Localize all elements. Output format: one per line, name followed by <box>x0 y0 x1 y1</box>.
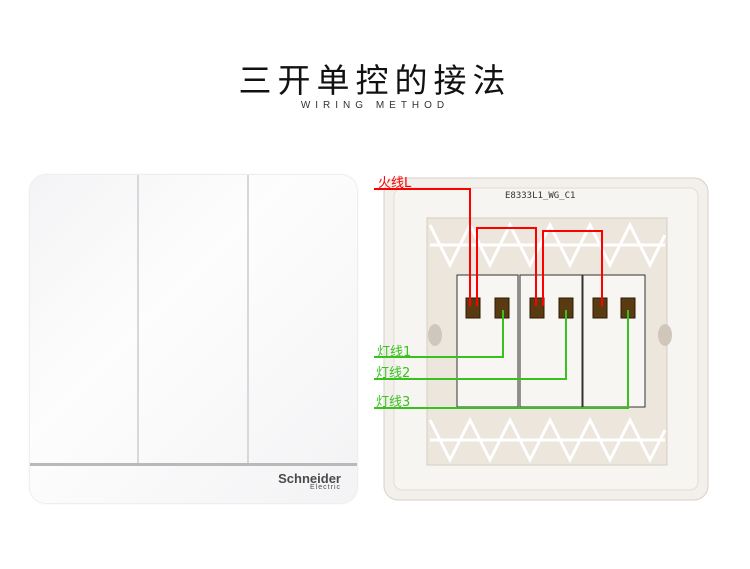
switch-front-panel: Schneider Electric <box>30 175 357 503</box>
live-wire <box>374 188 603 306</box>
lamp-wire-3-label: 灯线3 <box>376 395 411 410</box>
page-title: 三开单控的接法 <box>238 61 512 100</box>
lamp-wires <box>374 310 629 409</box>
brand-logo: Schneider Electric <box>278 471 341 491</box>
live-wire-label: 火线L <box>378 176 412 191</box>
rocker-divider <box>137 175 139 463</box>
panel-band <box>30 463 357 466</box>
rocker-divider <box>247 175 249 463</box>
lamp-wire-1-label: 灯线1 <box>377 345 412 360</box>
lamp-wire-2-label: 灯线2 <box>376 366 411 381</box>
model-code: E8333L1_WG_C1 <box>505 191 575 201</box>
page-subtitle: WIRING METHOD <box>300 100 450 111</box>
